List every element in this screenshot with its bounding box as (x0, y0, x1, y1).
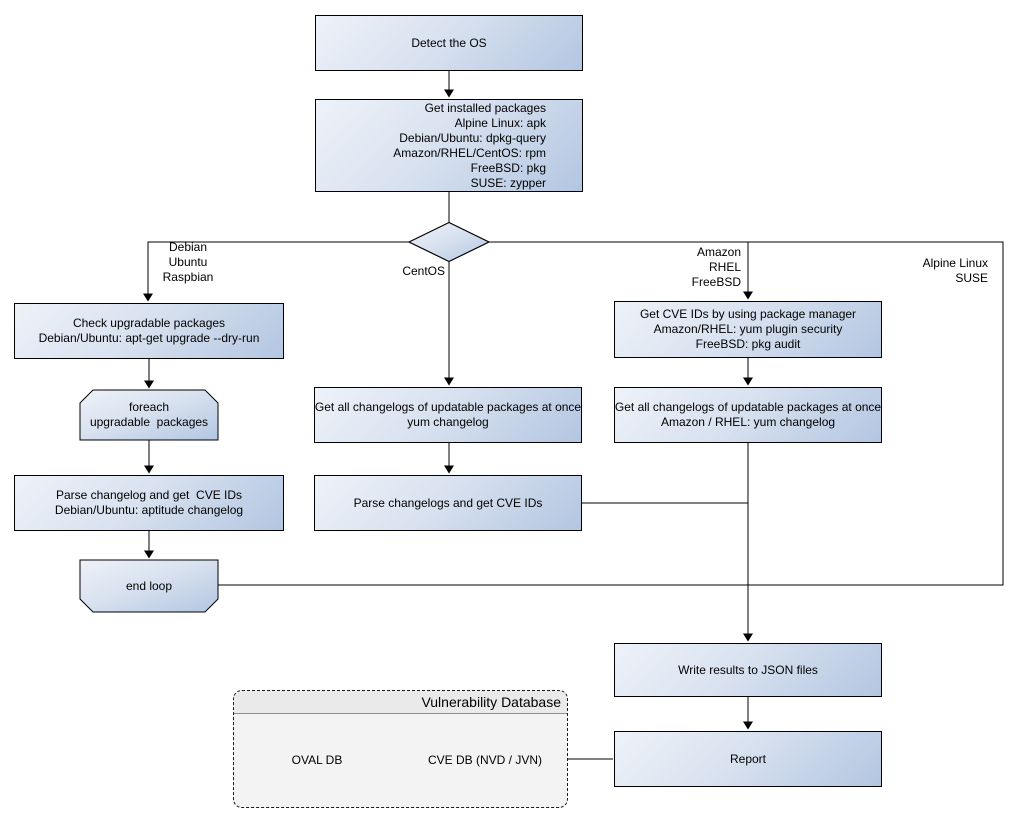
vulnerability-database-title: Vulnerability Database (421, 694, 561, 710)
node-text: FreeBSD: pkg audit (695, 337, 801, 351)
vulnerability-database-title-bar: Vulnerability Database (234, 691, 567, 714)
label-text: SUSE (955, 271, 988, 285)
node-text: Get installed packages (424, 100, 546, 115)
end-loop-shape (79, 559, 219, 613)
label-text: FreeBSD (691, 275, 741, 289)
label-text: CentOS (402, 264, 445, 278)
label-text: RHEL (708, 260, 741, 274)
node-text: Get all changelogs of updatable packages… (614, 400, 882, 414)
branch-label-alpine-suse: Alpine Linux SUSE (868, 256, 988, 286)
node-text: Get all changelogs of updatable packages… (314, 400, 582, 414)
node-parse-changelog-debian: Parse changelog and get CVE IDs Debian/U… (14, 475, 284, 531)
node-text: yum changelog (407, 415, 489, 429)
decision-diamond (407, 221, 491, 263)
vulnerability-database-group: Vulnerability Database (233, 690, 568, 808)
node-text: Debian/Ubuntu: aptitude changelog (54, 503, 244, 517)
node-text: Alpine Linux: apk (454, 115, 546, 130)
node-text: Parse changelogs and get CVE IDs (353, 495, 543, 510)
node-get-cve-ids-package-manager: Get CVE IDs by using package manager Ama… (614, 301, 882, 358)
node-text: Debian/Ubuntu: apt-get upgrade --dry-run (38, 331, 260, 345)
node-report: Report (614, 731, 882, 787)
branch-label-amazon: Amazon RHEL FreeBSD (655, 245, 741, 290)
node-text: Check upgradable packages (72, 316, 226, 330)
branch-label-centos: CentOS (375, 264, 445, 279)
node-text: Get CVE IDs by using package manager (639, 307, 857, 321)
node-text: Report (729, 751, 767, 766)
node-text: Amazon / RHEL: yum changelog (660, 415, 836, 429)
label-text: Alpine Linux (922, 256, 988, 270)
node-text: Amazon/RHEL/CentOS: rpm (393, 145, 546, 160)
node-write-results-json: Write results to JSON files (614, 643, 882, 697)
label-text: Debian (168, 240, 208, 254)
node-text: Parse changelog and get CVE IDs (55, 488, 243, 502)
node-get-changelogs-centos: Get all changelogs of updatable packages… (314, 387, 582, 443)
connector-arrows (143, 71, 753, 730)
node-parse-changelogs-centos: Parse changelogs and get CVE IDs (314, 475, 582, 531)
connector-debian-branch (143, 241, 409, 302)
connector-alpine-suse-branch (218, 241, 1004, 586)
node-text: SUSE: zypper (470, 175, 546, 190)
node-text: Debian/Ubuntu: dpkg-query (399, 130, 546, 145)
node-detect-os: Detect the OS (315, 15, 583, 71)
label-text: Ubuntu (168, 255, 208, 269)
label-text: Raspbian (162, 270, 214, 284)
node-text: Amazon/RHEL: yum plugin security (653, 322, 843, 336)
node-get-changelogs-amazon: Get all changelogs of updatable packages… (614, 387, 882, 443)
node-text: Write results to JSON files (678, 662, 818, 677)
label-text: Amazon (696, 245, 741, 259)
node-check-upgradable-packages: Check upgradable packages Debian/Ubuntu:… (14, 303, 284, 359)
node-text: FreeBSD: pkg (470, 160, 546, 175)
connector-lines (218, 192, 1004, 760)
branch-label-debian: Debian Ubuntu Raspbian (152, 240, 224, 285)
node-text: Detect the OS (411, 35, 487, 50)
foreach-loop-shape (79, 389, 219, 441)
node-get-installed-packages: Get installed packages Alpine Linux: apk… (315, 99, 583, 192)
